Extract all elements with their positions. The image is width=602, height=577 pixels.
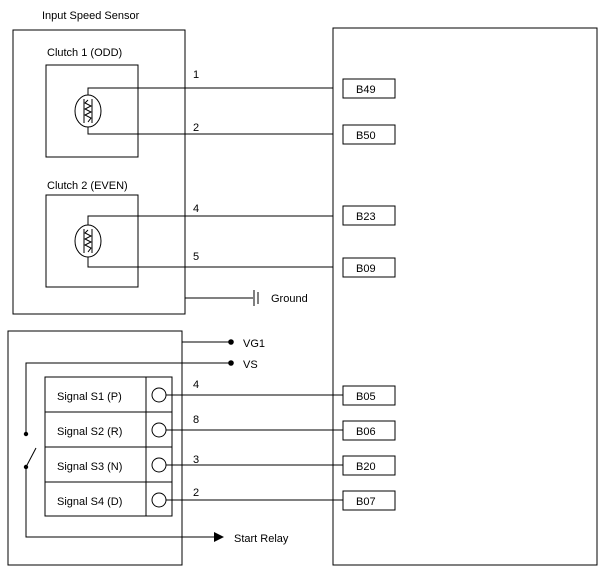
terminal-b05: [342, 385, 396, 406]
signal-s2-terminal: [151, 422, 167, 438]
signal-s4-label: Signal S4 (D): [57, 496, 122, 508]
sensor-title: Input Speed Sensor: [42, 10, 140, 22]
signal-s3-pin: 3: [193, 454, 199, 466]
terminal-b23: [342, 205, 396, 226]
vg1-label: VG1: [243, 338, 265, 350]
terminal-b09-label: B09: [356, 263, 376, 275]
vs-wire: [25, 362, 230, 432]
vs-terminal-dot: [228, 360, 234, 366]
ecu-box: [332, 27, 598, 566]
start-relay-arrow-icon: [214, 532, 224, 542]
wire-2: [87, 127, 343, 135]
pin-5-label: 5: [193, 251, 199, 263]
terminal-b05-label: B05: [356, 391, 376, 403]
vs-label: VS: [243, 359, 258, 371]
vg1-terminal-dot: [228, 339, 234, 345]
terminal-b49-label: B49: [356, 84, 376, 96]
switch-contact-top: [23, 431, 29, 437]
wire-4: [87, 215, 343, 225]
pin-1-label: 1: [193, 69, 199, 81]
start-relay-wire: [25, 467, 214, 538]
terminal-b07-label: B07: [356, 496, 376, 508]
signal-s2-pin: 8: [193, 414, 199, 426]
signal-s3-terminal: [151, 457, 167, 473]
switch-blade: [25, 447, 37, 468]
terminal-b50: [342, 124, 396, 145]
signal-s1-label: Signal S1 (P): [57, 391, 122, 403]
signal-s1-terminal: [151, 387, 167, 403]
signal-s4-pin: 2: [193, 487, 199, 499]
ground-icon: [253, 290, 259, 306]
signal-s4-terminal: [151, 492, 167, 508]
wire-1: [87, 87, 343, 95]
clutch2-label: Clutch 2 (EVEN): [47, 180, 128, 192]
pin-4-label: 4: [193, 203, 199, 215]
wire-5: [87, 257, 343, 268]
terminal-b06-label: B06: [356, 426, 376, 438]
start-relay-label: Start Relay: [234, 533, 289, 545]
signal-s1-pin: 4: [193, 379, 199, 391]
pin-2-label: 2: [193, 122, 199, 134]
terminal-b20: [342, 455, 396, 476]
terminal-b06: [342, 420, 396, 441]
terminal-b23-label: B23: [356, 211, 376, 223]
terminal-b09: [342, 257, 396, 278]
terminal-b07: [342, 490, 396, 511]
ground-label: Ground: [271, 293, 308, 305]
clutch1-label: Clutch 1 (ODD): [47, 47, 122, 59]
terminal-b49: [342, 78, 396, 99]
terminal-b50-label: B50: [356, 130, 376, 142]
signal-s3-label: Signal S3 (N): [57, 461, 122, 473]
terminal-b20-label: B20: [356, 461, 376, 473]
signal-s2-label: Signal S2 (R): [57, 426, 122, 438]
